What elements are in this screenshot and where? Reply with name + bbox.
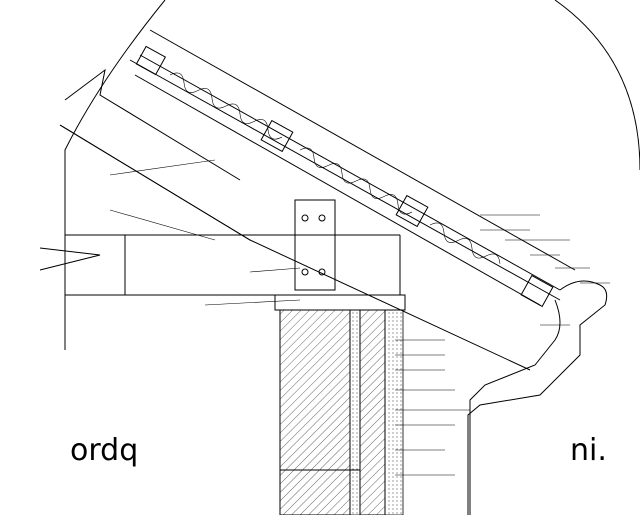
drawing-label-right: ni. — [570, 433, 607, 468]
gutter — [467, 280, 608, 515]
annotation-leaders — [109, 159, 610, 476]
break-lines — [39, 68, 241, 271]
battens — [135, 45, 554, 308]
drawing-label-left: ordq — [70, 433, 138, 468]
wall-section — [279, 309, 404, 515]
roof-insulation — [134, 29, 576, 306]
rafter — [59, 59, 561, 371]
outline-arcs — [64, 0, 640, 350]
connector-plate — [294, 199, 336, 291]
